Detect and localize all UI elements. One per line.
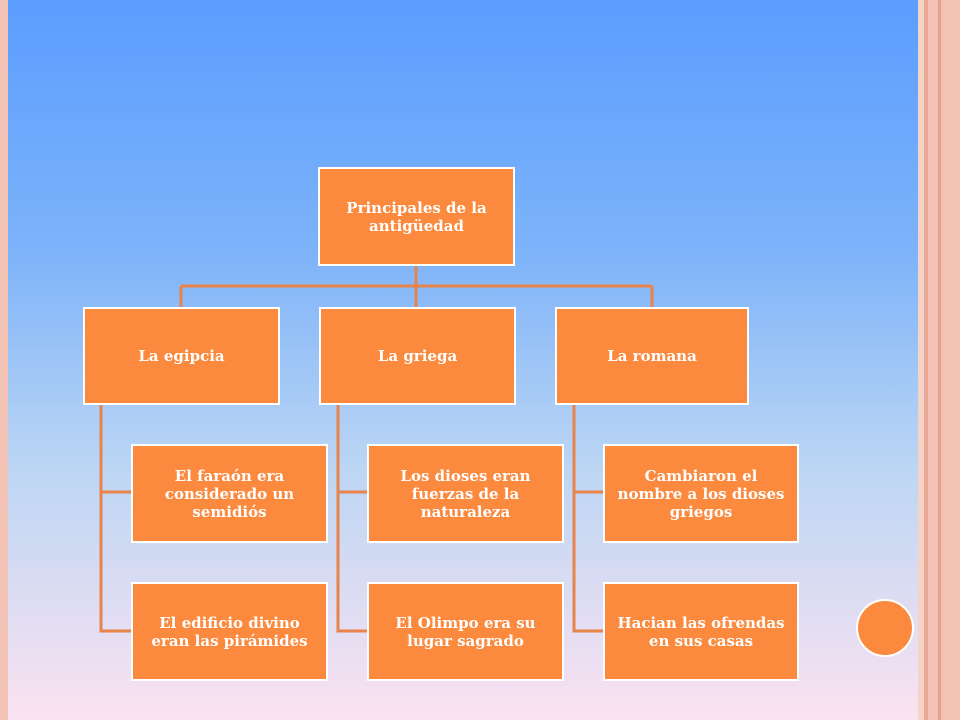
branch-label: La egipcia (138, 347, 225, 365)
branch-node-egipcia: La egipcia (83, 307, 280, 405)
leaf-label: El Olimpo era su lugar sagrado (395, 613, 536, 650)
leaf-node: El edificio divino eran las pirámides (131, 582, 328, 681)
border-stripe (941, 0, 960, 720)
border-stripe (924, 0, 928, 720)
leaf-node: Los dioses eran fuerzas de la naturaleza (367, 444, 564, 543)
connector-branch-3-spine (572, 404, 603, 633)
connector-branch-1-spine (99, 404, 131, 633)
leaf-node: El Olimpo era su lugar sagrado (367, 582, 564, 681)
root-node: Principales de la antigüedad (318, 167, 515, 266)
border-stripe (928, 0, 938, 720)
leaf-label: El edificio divino eran las pirámides (151, 613, 308, 650)
decorative-circle (856, 599, 914, 657)
border-stripe (938, 0, 941, 720)
border-stripe (918, 0, 924, 720)
leaf-label: Los dioses eran fuerzas de la naturaleza (400, 466, 531, 521)
connector-branch-2-spine (336, 404, 367, 633)
leaf-label: El faraón era considerado un semidiós (164, 466, 295, 521)
root-node-label: Principales de la antigüedad (346, 198, 487, 235)
branch-label: La romana (607, 347, 697, 365)
branch-label: La griega (377, 347, 458, 365)
leaf-node: Hacian las ofrendas en sus casas (603, 582, 799, 681)
leaf-label: Hacian las ofrendas en sus casas (617, 613, 785, 650)
leaf-node: El faraón era considerado un semidiós (131, 444, 328, 543)
leaf-label: Cambiaron el nombre a los dioses griegos (617, 466, 785, 521)
leaf-node: Cambiaron el nombre a los dioses griegos (603, 444, 799, 543)
branch-node-romana: La romana (555, 307, 749, 405)
branch-node-griega: La griega (319, 307, 516, 405)
